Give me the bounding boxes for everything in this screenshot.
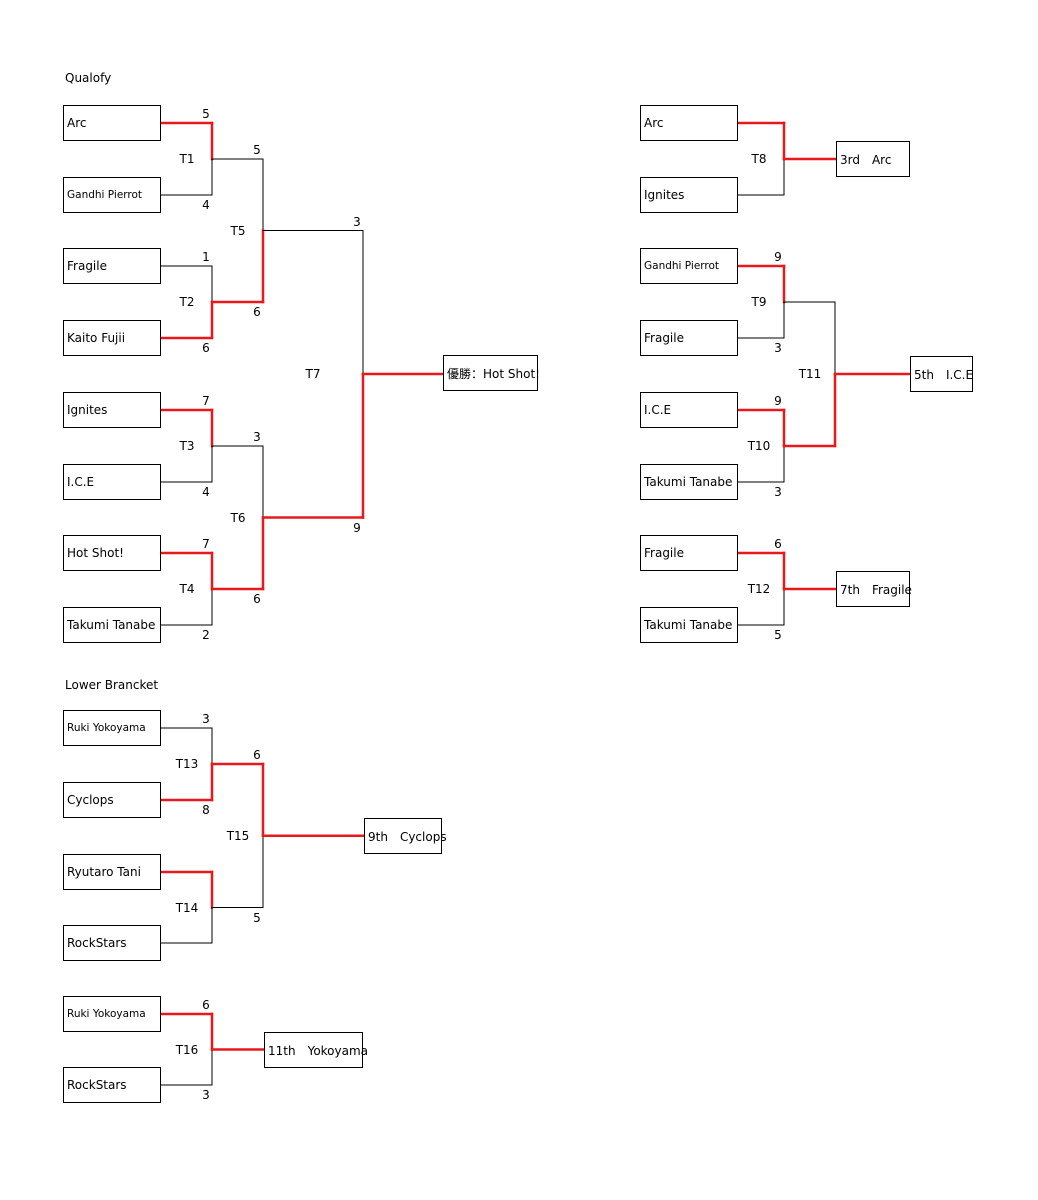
t10-label: T10 xyxy=(747,439,771,453)
team-box-p3-ignites: Ignites xyxy=(640,177,738,213)
t15-label: T15 xyxy=(226,828,250,843)
team-box-q-arc: Arc xyxy=(63,105,161,141)
t1-bottom-score: 4 xyxy=(202,198,210,212)
result-box-eleventh: 11th Yokoyama xyxy=(264,1032,368,1068)
t2-top-score: 1 xyxy=(202,250,210,264)
team-box-p5-takumi: Takumi Tanabe xyxy=(640,464,738,500)
lower-bracket-section-title: Lower Brancket xyxy=(65,678,159,692)
team-box-q-ignites: Ignites xyxy=(63,392,161,428)
t5-bottom-score: 6 xyxy=(253,305,261,319)
t2-label: T2 xyxy=(179,295,195,309)
t8-label: T8 xyxy=(751,152,767,166)
t12-label: T12 xyxy=(747,582,771,596)
team-box-p11-ruki: Ruki Yokoyama xyxy=(63,996,161,1032)
team-box-p3-arc: Arc xyxy=(640,105,738,141)
t13-bottom-score: 8 xyxy=(202,803,210,817)
t12-bottom-score: 5 xyxy=(774,628,782,642)
result-box-champion: 優勝：Hot Shot! xyxy=(443,355,540,391)
result-box-fifth: 5th I.C.E xyxy=(910,356,973,392)
t14-label: T14 xyxy=(175,900,199,915)
team-box-p5-ice: I.C.E xyxy=(640,392,738,428)
t13-label: T13 xyxy=(175,757,199,771)
t12-top-score: 6 xyxy=(774,537,782,551)
result-box-seventh: 7th Fragile xyxy=(836,571,912,607)
team-box-q-gandhi: Gandhi Pierrot xyxy=(63,177,161,213)
team-box-p7-takumi: Takumi Tanabe xyxy=(640,607,738,643)
t16-top-score: 6 xyxy=(202,998,210,1012)
t1-top-score: 5 xyxy=(202,107,210,121)
result-box-ninth: 9th Cyclops xyxy=(364,818,447,854)
t5-top-score: 5 xyxy=(253,143,261,157)
team-box-p5-gandhi: Gandhi Pierrot xyxy=(640,248,738,284)
t6-label: T6 xyxy=(230,510,246,525)
team-box-l-rockstars: RockStars xyxy=(63,925,161,961)
t15-bottom-score: 5 xyxy=(253,910,261,925)
team-box-p5-fragile: Fragile xyxy=(640,320,738,356)
t9-bottom-score: 3 xyxy=(774,341,782,355)
result-box-third: 3rd Arc xyxy=(836,141,910,177)
t4-bottom-score: 2 xyxy=(202,628,210,642)
t3-top-score: 7 xyxy=(202,394,210,408)
t4-top-score: 7 xyxy=(202,537,210,551)
team-box-q-ice: I.C.E xyxy=(63,464,161,500)
team-box-l-cyclops: Cyclops xyxy=(63,782,161,818)
team-box-q-fragile: Fragile xyxy=(63,248,161,284)
t10-bottom-score: 3 xyxy=(774,485,782,499)
team-box-q-kaito: Kaito Fujii xyxy=(63,320,161,356)
t15-top-score: 6 xyxy=(253,748,261,762)
t6-bottom-score: 6 xyxy=(253,592,261,606)
t6-top-score: 3 xyxy=(253,430,261,444)
t10-top-score: 9 xyxy=(774,394,782,408)
t5-label: T5 xyxy=(230,223,246,238)
team-box-p11-rockstars: RockStars xyxy=(63,1067,161,1103)
t3-label: T3 xyxy=(179,439,195,453)
t13-top-score: 3 xyxy=(202,712,210,726)
t7-label: T7 xyxy=(305,367,321,381)
team-box-l-ruki: Ruki Yokoyama xyxy=(63,710,161,746)
team-box-q-hotshot: Hot Shot! xyxy=(63,535,161,571)
team-box-p7-fragile: Fragile xyxy=(640,535,738,571)
team-box-l-ryutaro: Ryutaro Tani xyxy=(63,854,161,890)
t7-bottom-score: 9 xyxy=(353,520,361,535)
t4-label: T4 xyxy=(179,582,195,596)
t9-label: T9 xyxy=(751,295,767,309)
t2-bottom-score: 6 xyxy=(202,341,210,355)
t7-top-score: 3 xyxy=(353,214,361,229)
t11-label: T11 xyxy=(798,367,822,381)
t9-top-score: 9 xyxy=(774,250,782,264)
t1-label: T1 xyxy=(179,152,195,166)
t16-bottom-score: 3 xyxy=(202,1088,210,1102)
qualify-section-title: Qualofy xyxy=(65,71,112,85)
team-box-q-takumi: Takumi Tanabe xyxy=(63,607,161,643)
t3-bottom-score: 4 xyxy=(202,485,210,499)
t16-label: T16 xyxy=(175,1042,199,1057)
